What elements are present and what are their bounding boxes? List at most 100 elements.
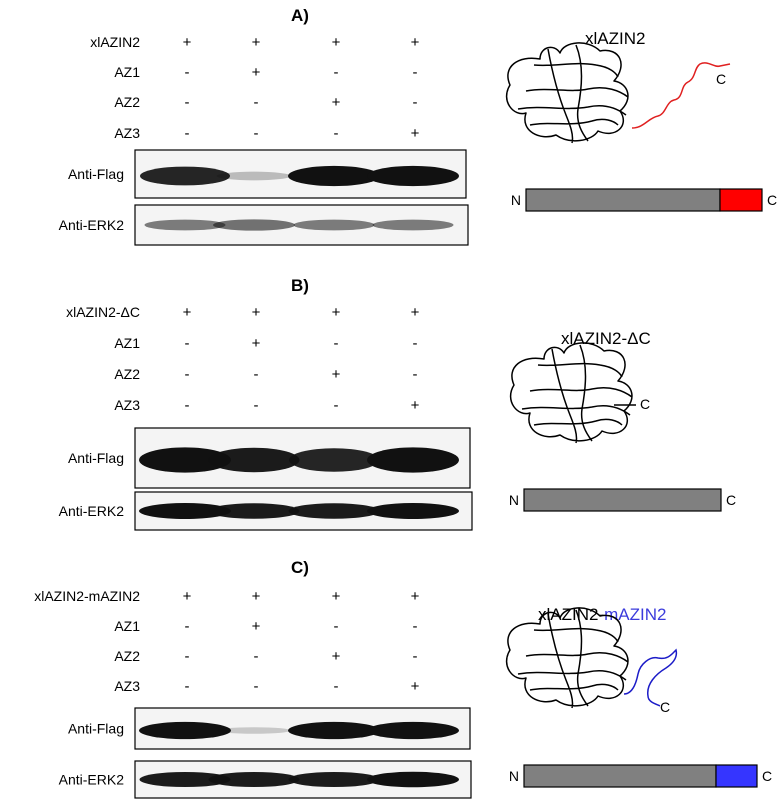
blot-band <box>288 771 380 788</box>
minus-sign: - <box>185 397 190 414</box>
blot-band <box>139 503 231 519</box>
plus-sign: + <box>332 34 341 51</box>
plus-sign: + <box>411 34 420 51</box>
blot-band <box>213 219 295 231</box>
minus-sign: - <box>185 618 190 635</box>
protein-fold-icon <box>505 607 629 709</box>
western-blot-anti-erk2 <box>134 760 472 799</box>
n-terminus-label: N <box>511 192 521 208</box>
minus-sign: - <box>185 678 190 695</box>
minus-sign: - <box>413 94 418 111</box>
treatment-label: AZ3 <box>114 397 140 413</box>
protein-fold-icon <box>509 342 633 444</box>
construct-title: xlAZIN2 <box>585 29 645 48</box>
plus-sign: + <box>252 335 261 352</box>
minus-sign: - <box>413 64 418 81</box>
c-terminal-tail <box>623 648 678 707</box>
domain-bar-tail <box>715 764 758 788</box>
plus-sign: + <box>332 648 341 665</box>
panel-b: B)xlAZIN2-ΔC++++AZ1-+--AZ2--+-AZ3---+Ant… <box>59 276 736 531</box>
plus-sign: + <box>332 304 341 321</box>
treatment-label: AZ1 <box>114 335 140 351</box>
protein-structure: xlAZIN2-ΔC C <box>509 329 651 444</box>
construct-title-part: mAZIN2 <box>604 605 666 624</box>
blot-band <box>208 771 300 788</box>
minus-sign: - <box>185 648 190 665</box>
treatment-label: AZ2 <box>114 366 140 382</box>
minus-sign: - <box>254 125 259 142</box>
western-blot-anti-erk2 <box>134 491 473 531</box>
construct-title-part: xlAZIN2 <box>585 29 645 48</box>
plus-sign: + <box>252 304 261 321</box>
blot-band <box>367 447 459 473</box>
n-terminus-label: N <box>509 768 519 784</box>
panel-letter: C) <box>291 558 309 577</box>
construct-title: xlAZIN2-mAZIN2 <box>538 605 666 624</box>
minus-sign: - <box>334 678 339 695</box>
plus-sign: + <box>252 588 261 605</box>
plus-sign: + <box>183 34 192 51</box>
antibody-label: Anti-Flag <box>68 450 124 466</box>
construct-title-part: xlAZIN2- <box>538 605 604 624</box>
blot-band <box>372 219 454 231</box>
minus-sign: - <box>413 618 418 635</box>
minus-sign: - <box>413 366 418 383</box>
antibody-label: Anti-Flag <box>68 166 124 182</box>
plus-sign: + <box>183 304 192 321</box>
c-terminus-bar-label: C <box>726 492 736 508</box>
construct-label: xlAZIN2-mAZIN2 <box>34 588 140 604</box>
plus-sign: + <box>332 366 341 383</box>
antibody-label: Anti-ERK2 <box>59 503 125 519</box>
blot-band <box>367 503 459 519</box>
plus-sign: + <box>332 94 341 111</box>
western-blot-anti-flag <box>134 149 467 199</box>
blot-band <box>293 219 375 231</box>
blot-band <box>367 721 459 740</box>
blot-band <box>139 771 231 788</box>
minus-sign: - <box>334 397 339 414</box>
panel-a: A)xlAZIN2++++AZ1-+--AZ2--+-AZ3---+Anti-F… <box>59 6 777 246</box>
blot-band <box>216 171 292 181</box>
minus-sign: - <box>185 125 190 142</box>
minus-sign: - <box>334 618 339 635</box>
treatment-label: AZ2 <box>114 648 140 664</box>
minus-sign: - <box>334 125 339 142</box>
construct-label: xlAZIN2-ΔC <box>66 304 140 320</box>
c-terminal-tail <box>631 62 731 129</box>
blot-band <box>367 771 459 788</box>
c-terminus-bar-label: C <box>767 192 777 208</box>
western-blot-anti-flag <box>134 427 471 489</box>
treatment-label: AZ1 <box>114 618 140 634</box>
blot-band <box>139 447 231 473</box>
minus-sign: - <box>254 94 259 111</box>
blot-band <box>288 165 380 187</box>
treatment-label: AZ3 <box>114 125 140 141</box>
plus-sign: + <box>411 304 420 321</box>
plus-sign: + <box>183 588 192 605</box>
panel-letter: B) <box>291 276 309 295</box>
minus-sign: - <box>413 335 418 352</box>
minus-sign: - <box>254 366 259 383</box>
plus-sign: + <box>411 397 420 414</box>
minus-sign: - <box>185 335 190 352</box>
antibody-label: Anti-ERK2 <box>59 772 125 788</box>
domain-bar-body <box>525 188 721 212</box>
construct-title-part: xlAZIN2-ΔC <box>561 329 651 348</box>
minus-sign: - <box>334 335 339 352</box>
c-terminus-label: C <box>660 699 670 715</box>
plus-sign: + <box>411 125 420 142</box>
c-terminus-bar-label: C <box>762 768 772 784</box>
minus-sign: - <box>254 648 259 665</box>
c-terminus-label: C <box>640 396 650 412</box>
minus-sign: - <box>413 648 418 665</box>
plus-sign: + <box>252 34 261 51</box>
plus-sign: + <box>252 64 261 81</box>
domain-bar-body <box>523 488 722 512</box>
western-blot-anti-flag <box>134 707 471 750</box>
